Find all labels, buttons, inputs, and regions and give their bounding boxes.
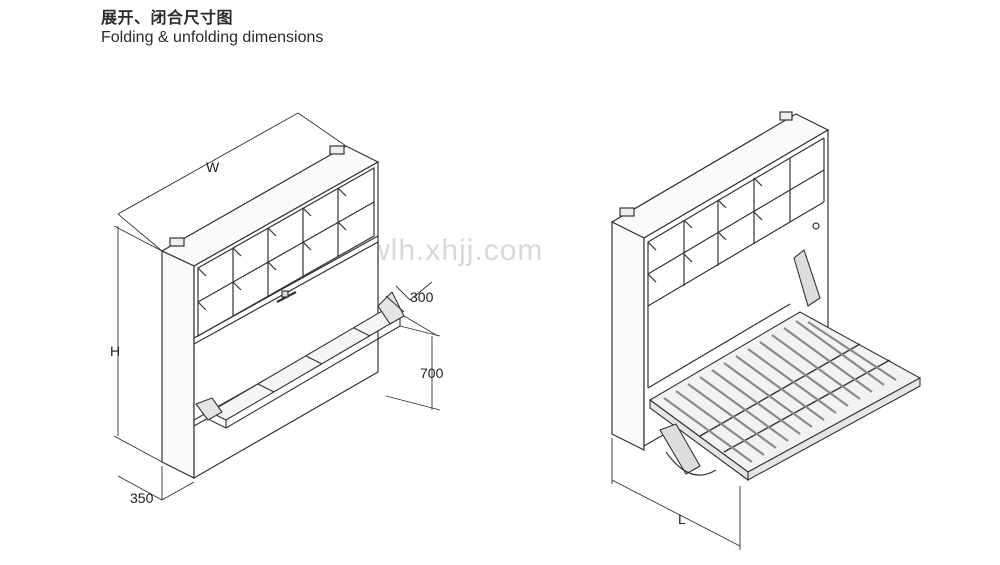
title-english: Folding & unfolding dimensions <box>101 29 324 46</box>
watermark: wlh.xhjj.com <box>367 234 543 267</box>
dimension-length <box>611 438 741 550</box>
label-width: W <box>206 159 220 175</box>
label-length: L <box>678 511 686 527</box>
bed-slats <box>663 320 897 463</box>
cabinet-folded <box>160 145 380 480</box>
title-chinese: 展开、闭合尺寸图 <box>101 8 234 27</box>
label-frame-height: 700 <box>420 365 444 381</box>
dimension-height <box>113 225 163 463</box>
dimension-frame-height <box>385 325 441 411</box>
dimension-depth <box>117 466 195 501</box>
label-height: H <box>110 343 120 359</box>
hinge-mechanism <box>659 249 821 476</box>
label-frame-depth: 300 <box>410 289 434 305</box>
dimension-width <box>117 112 347 252</box>
bed-frame-outline <box>195 291 405 429</box>
cabinet-unfolded <box>610 111 830 451</box>
label-depth: 350 <box>130 490 154 506</box>
dimension-frame-depth <box>395 281 439 337</box>
